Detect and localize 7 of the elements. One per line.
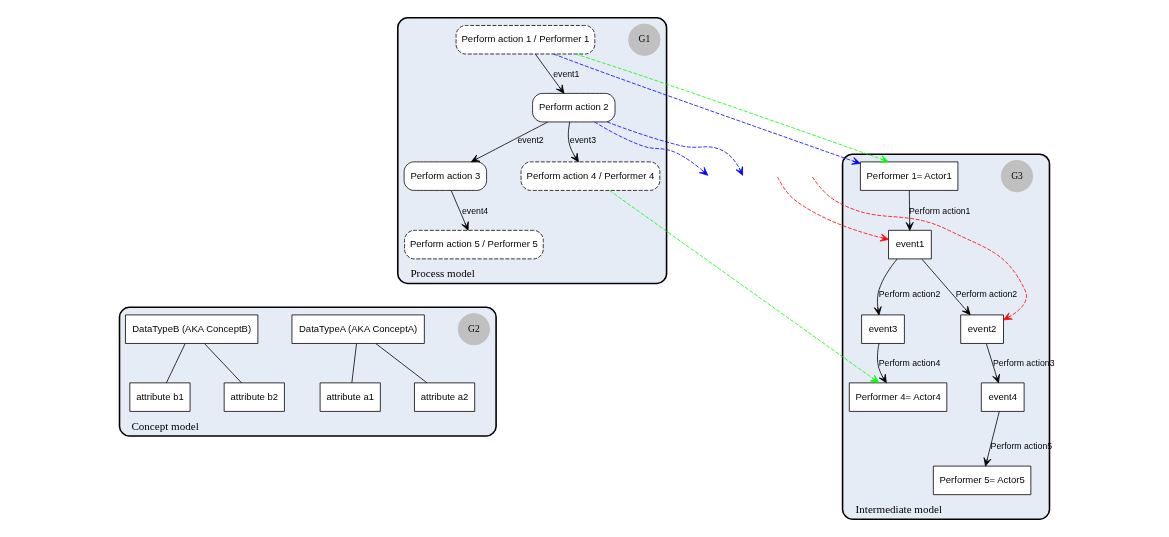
edge-label: event1 — [553, 68, 580, 79]
edge-label: event2 — [517, 135, 544, 146]
edge-label: Perform action4 — [878, 358, 941, 369]
edge-label: event3 — [569, 135, 597, 146]
edge-label: Perform action2 — [955, 288, 1018, 299]
edge-label: event4 — [462, 205, 489, 216]
edge-label: Perform action2 — [878, 288, 941, 299]
